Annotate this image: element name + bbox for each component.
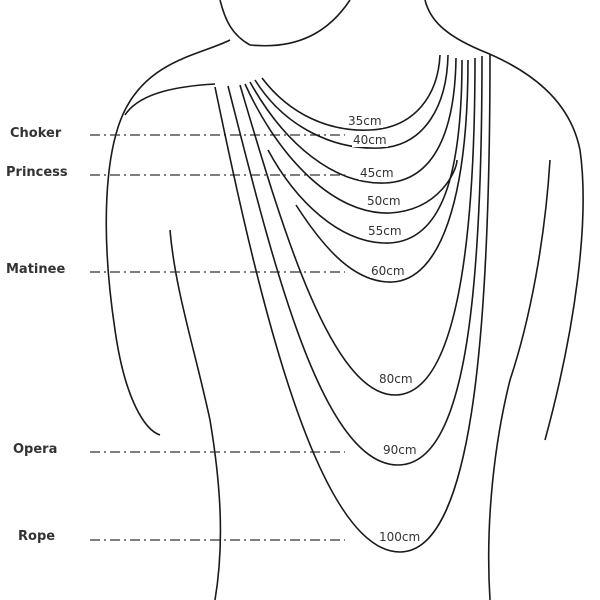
necklace-90 [227, 55, 483, 466]
necklace-80 [239, 57, 476, 396]
left-torso [169, 229, 222, 600]
length-label-80: 80cm [378, 372, 414, 386]
necklace-100 [214, 53, 491, 553]
necklace-45 [249, 57, 457, 184]
length-label-35: 35cm [347, 114, 383, 128]
length-label-90: 90cm [382, 443, 418, 457]
length-label-50: 50cm [366, 194, 402, 208]
neck-left [219, 0, 251, 46]
necklace-60 [295, 59, 469, 283]
style-label-opera: Opera [13, 442, 58, 457]
chin [249, 0, 351, 47]
necklace-40 [254, 54, 449, 149]
length-label-45: 45cm [359, 166, 395, 180]
right-torso [487, 159, 551, 600]
necklace-50 [244, 83, 458, 214]
length-label-100: 100cm [378, 530, 422, 544]
length-label-55: 55cm [367, 224, 403, 238]
style-label-choker: Choker [10, 126, 62, 141]
length-label-40: 40cm [352, 133, 388, 147]
style-label-rope: Rope [18, 529, 56, 544]
length-label-60: 60cm [370, 264, 406, 278]
left-shoulder-arm [105, 39, 231, 436]
right-shoulder-arm [424, 0, 584, 441]
necklace-55 [267, 59, 463, 244]
style-label-matinee: Matinee [6, 262, 66, 277]
style-label-princess: Princess [6, 165, 68, 180]
left-collar [124, 83, 216, 116]
necklace-35 [261, 54, 441, 131]
